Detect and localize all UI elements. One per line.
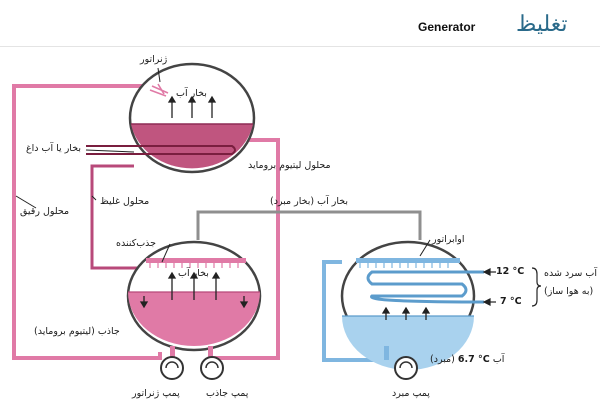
header-title: Generator bbox=[418, 20, 476, 34]
temp-out-value: 7 °C bbox=[500, 296, 522, 307]
dilute-solution-pipe bbox=[12, 84, 162, 360]
label-libr-solution: محلول لیتیوم بروماید bbox=[248, 160, 331, 171]
label-temp-out: 7 °C bbox=[500, 296, 522, 307]
refrigerant-loop-pipe bbox=[322, 260, 398, 362]
absorber-pump bbox=[200, 356, 224, 380]
label-concentrated-solution: محلول غلیظ bbox=[100, 196, 150, 207]
label-refrigerant-pump: پمپ مبرد bbox=[392, 388, 430, 399]
label-vapor-top: بخار آب bbox=[176, 88, 207, 99]
solution-return-pipe bbox=[212, 138, 280, 360]
label-absorber-pump: پمپ جاذب bbox=[206, 388, 249, 399]
refrigerant-pump bbox=[394, 356, 418, 380]
generator-vessel bbox=[86, 62, 256, 174]
generator-pump bbox=[160, 356, 184, 380]
label-vapor-absorber: بخار آب bbox=[178, 268, 209, 279]
label-dilute-solution: محلول رقیق bbox=[20, 206, 70, 217]
temp-in-value: 12 °C bbox=[496, 266, 525, 277]
evaporator-vessel bbox=[340, 240, 542, 370]
label-chilled-water-2: (به هوا ساز) bbox=[544, 286, 594, 297]
label-temp-in: 12 °C bbox=[496, 266, 524, 277]
label-evaporator: اوابراتور bbox=[432, 234, 465, 245]
label-steam-hot-water: بخار یا آب داغ bbox=[26, 143, 81, 154]
label-generator: ژنراتور bbox=[140, 54, 168, 65]
label-refrigerant-water: (مبرد) 6.7 °C آب bbox=[430, 354, 504, 365]
refrigerant-vapor-pipe bbox=[196, 210, 422, 240]
refrigerant-water-suffix: (مبرد) bbox=[430, 354, 455, 365]
label-generator-pump: پمپ ژنراتور bbox=[132, 388, 180, 399]
concentrated-solution-pipe bbox=[90, 164, 144, 270]
header-title-rtl: تغليظ bbox=[516, 12, 568, 37]
label-refrigerant-vapor: بخار آب (بخار مبرد) bbox=[270, 196, 348, 207]
label-chilled-water-1: آب سرد شده bbox=[544, 268, 597, 279]
header-divider bbox=[0, 46, 600, 47]
label-absorbent: جاذب (لیتیوم بروماید) bbox=[34, 326, 120, 337]
refrigerant-water-temp: 6.7 °C bbox=[457, 354, 490, 365]
absorber-vessel bbox=[126, 240, 262, 360]
refrigerant-water-prefix: آب bbox=[492, 354, 505, 365]
label-absorber: جذب‌کننده bbox=[116, 238, 157, 249]
